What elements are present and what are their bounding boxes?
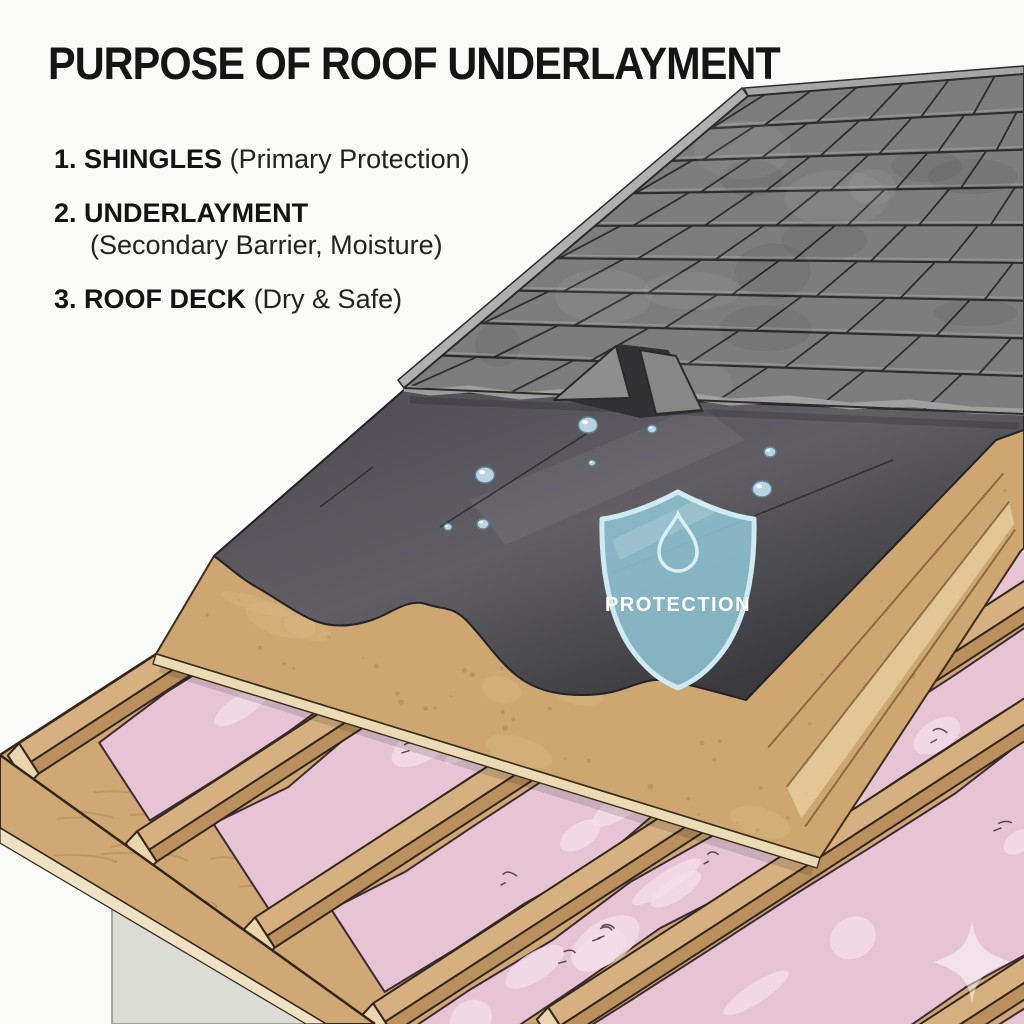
- item-number: 3.: [54, 283, 77, 314]
- lifted-shingle: [553, 344, 704, 418]
- page-title: PURPOSE OF ROOF UNDERLAYMENT: [48, 38, 781, 89]
- item-label: UNDERLAYMENT: [84, 197, 309, 228]
- item-detail: (Dry & Safe): [253, 283, 403, 314]
- water-droplets: [443, 390, 777, 532]
- item-number: 1.: [54, 144, 77, 174]
- protection-shield: PROTECTION: [599, 489, 757, 691]
- item-detail: (Primary Protection): [229, 144, 470, 174]
- item-label: ROOF DECK: [84, 283, 247, 314]
- protection-label: PROTECTION: [605, 594, 751, 616]
- item-label: SHINGLES: [84, 144, 223, 174]
- legend: 1. SHINGLES (Primary Protection) 2. UNDE…: [54, 144, 470, 337]
- item-number: 2.: [54, 197, 77, 228]
- water-drop-icon: [657, 510, 699, 573]
- shingles: [396, 65, 1024, 418]
- legend-item-underlayment: 2. UNDERLAYMENT (Secondary Barrier, Mois…: [54, 198, 470, 262]
- legend-item-roof-deck: 3. ROOF DECK (Dry & Safe): [54, 284, 470, 316]
- legend-item-shingles: 1. SHINGLES (Primary Protection): [54, 144, 470, 176]
- sparkle-icon: [934, 920, 1010, 1004]
- item-detail: (Secondary Barrier, Moisture): [90, 229, 443, 260]
